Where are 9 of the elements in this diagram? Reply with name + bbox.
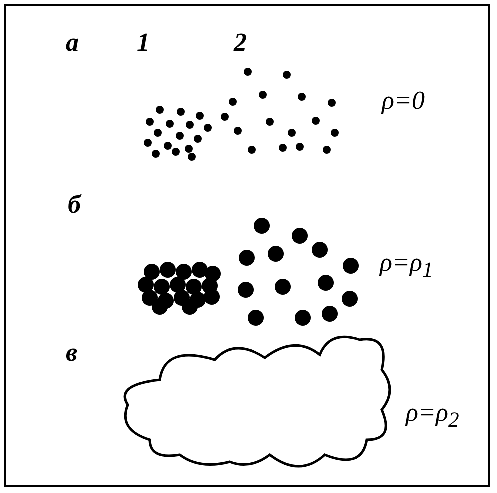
panel-letter: а: [66, 30, 79, 56]
formula-label: ρ=ρ$_{2}$: [406, 400, 460, 432]
formula-label: ρ=0: [382, 88, 426, 114]
cloud-outline: [124, 336, 392, 468]
panel-letter: 2: [234, 30, 247, 56]
panel-letter: б: [68, 192, 81, 218]
formula-label: ρ=ρ$_{1}$: [380, 250, 434, 282]
panel-letter: в: [66, 340, 78, 366]
panel-letter: 1: [137, 30, 150, 56]
